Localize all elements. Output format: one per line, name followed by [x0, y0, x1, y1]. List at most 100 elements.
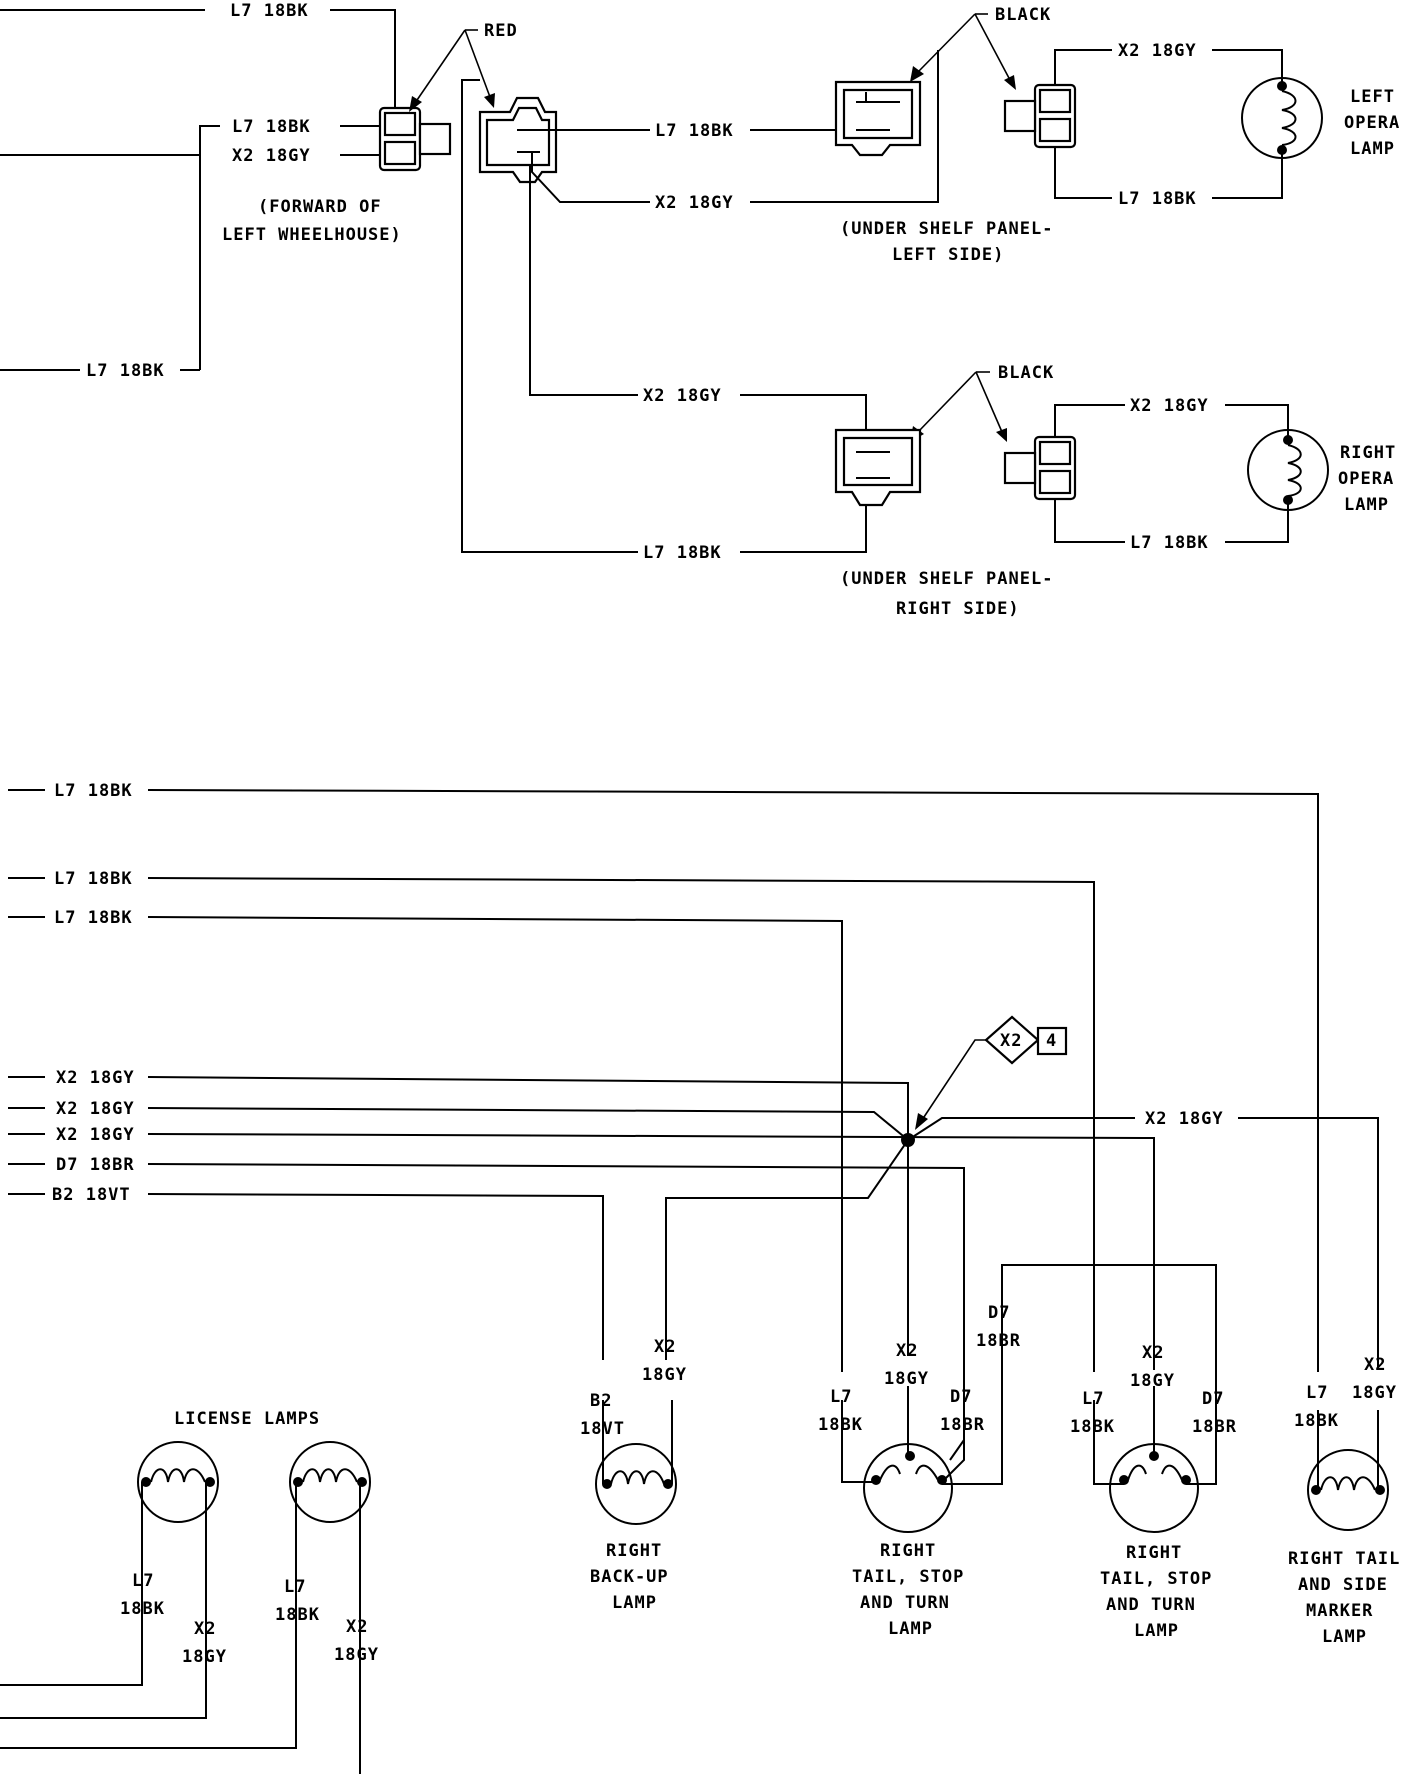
wire-label: 18GY — [1130, 1371, 1175, 1391]
wire-label: L7 — [284, 1577, 306, 1597]
lamp-label: LAMP — [888, 1619, 933, 1639]
left-opera-lamp: LEFT OPERA LAMP — [1241, 77, 1399, 159]
wire-left-opera-x2: X2 18GY — [1054, 41, 1283, 85]
wire-x2-bus-3: X2 18GY — [8, 1125, 1155, 1370]
wire-label: 18BR — [940, 1415, 985, 1435]
color-label-black: BLACK — [998, 363, 1054, 383]
wire-l7-to-tail-stop-1: L7 18BK — [8, 908, 843, 1372]
black-callout-left: BLACK — [910, 5, 1051, 90]
wire-label: L7 — [1306, 1383, 1328, 1403]
wire-label: X2 — [654, 1337, 676, 1357]
wire-l7-to-tail-stop-2: L7 18BK — [8, 869, 1095, 1372]
splice-id: X2 — [1000, 1031, 1022, 1051]
wire-label: 18BK — [1070, 1417, 1115, 1437]
lamp-label: RIGHT TAIL — [1288, 1549, 1400, 1569]
wheelhouse-connector-male: (FORWARD OF LEFT WHEELHOUSE) — [222, 106, 452, 245]
right-shelf-connector-male — [1003, 435, 1077, 501]
license-lamps-title: LICENSE LAMPS — [174, 1409, 320, 1429]
splice-num: 4 — [1046, 1031, 1057, 1051]
lamp-label: MARKER — [1306, 1601, 1373, 1621]
wire-label: 18BK — [275, 1605, 320, 1625]
license-lamp-1 — [0, 1441, 219, 1719]
lamp-label: AND TURN — [860, 1593, 950, 1613]
wheelhouse-connector-female — [478, 96, 558, 184]
wire-label: 18GY — [884, 1369, 929, 1389]
wire-label: X2 18GY — [56, 1068, 135, 1088]
wire-label: L7 18BK — [86, 361, 165, 381]
wire-b2-bus: B2 18VT — [8, 1185, 604, 1360]
wire-left-l7-bk: L7 18BK L7 18BK — [0, 117, 380, 381]
wire-label: 18BK — [120, 1599, 165, 1619]
wire-label: X2 18GY — [56, 1099, 135, 1119]
lamp-label: RIGHT — [1126, 1543, 1182, 1563]
wire-label: X2 18GY — [1145, 1109, 1224, 1129]
wire-right-opera-l7: L7 18BK — [1054, 499, 1289, 553]
wire-label: 18BK — [818, 1415, 863, 1435]
wire-label: 18GY — [334, 1645, 379, 1665]
wire-label: L7 18BK — [1118, 189, 1197, 209]
location-label: (UNDER SHELF PANEL- — [840, 219, 1053, 239]
wire-label: D7 — [950, 1387, 972, 1407]
right-shelf-connector-female — [834, 428, 922, 507]
wire-left-opera-l7: L7 18BK — [1054, 147, 1283, 209]
wire-label: X2 — [1142, 1343, 1164, 1363]
wire-label: L7 — [830, 1387, 852, 1407]
lamp-label: RIGHT — [606, 1541, 662, 1561]
wire-d7-loop-tail-stop-2 — [1001, 1264, 1217, 1460]
lamp-label: RIGHT — [880, 1541, 936, 1561]
wire-label: 18GY — [642, 1365, 687, 1385]
lamp-label: OPERA — [1338, 469, 1394, 489]
wire-label: B2 18VT — [52, 1185, 131, 1205]
lamp-label: RIGHT — [1340, 443, 1396, 463]
wire-label: L7 18BK — [655, 121, 734, 141]
wire-label: X2 18GY — [655, 193, 734, 213]
wire-label: 18GY — [1352, 1383, 1397, 1403]
lamp-label: LAMP — [1344, 495, 1389, 515]
lamp-label: LEFT — [1350, 87, 1395, 107]
wire-red-conn-l7-to-left-shelf: L7 18BK — [540, 121, 866, 141]
wire-right-opera-x2: X2 18GY — [1054, 396, 1289, 440]
color-label-black: BLACK — [995, 5, 1051, 25]
lamp-label: LAMP — [1350, 139, 1395, 159]
wire-label: L7 18BK — [230, 1, 309, 21]
wire-label: 18BR — [1192, 1417, 1237, 1437]
wire-label: X2 18GY — [1118, 41, 1197, 61]
wire-x2-bus-1: X2 18GY — [8, 1068, 909, 1140]
color-label-red: RED — [484, 21, 518, 41]
wire-red-conn-l7-to-right-shelf: L7 18BK — [461, 79, 867, 563]
wire-x2-bus-2: X2 18GY — [8, 1099, 909, 1141]
wire-label: 18GY — [182, 1647, 227, 1667]
wire-label: L7 18BK — [643, 543, 722, 563]
lamp-label: TAIL, STOP — [852, 1567, 964, 1587]
splice-x2: X2 4 X2 18GY — [665, 1015, 1379, 1370]
wire-label: 18BK — [1294, 1411, 1339, 1431]
location-label: (FORWARD OF — [258, 197, 382, 217]
wire-label: 18VT — [580, 1419, 625, 1439]
wire-top-l7-to-wheelhouse-connector: L7 18BK — [0, 1, 396, 110]
wire-label: D7 18BR — [56, 1155, 135, 1175]
lamp-label: AND TURN — [1106, 1595, 1196, 1615]
wire-label: D7 — [988, 1303, 1010, 1323]
lamp-label: LAMP — [612, 1593, 657, 1613]
wire-label: L7 18BK — [54, 781, 133, 801]
tail-stop-turn-lamp-1: L7 18BK X2 18GY D7 18BR D7 18BR RIGHT TA… — [818, 1303, 1021, 1639]
wire-label: X2 18GY — [56, 1125, 135, 1145]
wire-label: B2 — [590, 1391, 612, 1411]
lamp-label: LAMP — [1134, 1621, 1179, 1641]
right-opera-lamp: RIGHT OPERA LAMP — [1247, 429, 1396, 515]
wire-label: 18BR — [976, 1331, 1021, 1351]
wire-label: X2 18GY — [232, 146, 311, 166]
location-label: RIGHT SIDE) — [896, 599, 1020, 619]
backup-lamp: B2 18VT X2 18GY RIGHT BACK-UP LAMP — [580, 1337, 687, 1613]
wire-label: L7 18BK — [232, 117, 311, 137]
wire-label: X2 — [194, 1619, 216, 1639]
tail-stop-turn-lamp-2: L7 18BK X2 18GY D7 18BR RIGHT TAIL, STOP… — [1070, 1343, 1237, 1641]
wire-label: X2 18GY — [643, 386, 722, 406]
wire-label: L7 18BK — [54, 869, 133, 889]
location-label: LEFT WHEELHOUSE) — [222, 225, 402, 245]
tail-side-marker-lamp: L7 18BK X2 18GY RIGHT TAIL AND SIDE MARK… — [1288, 1355, 1400, 1647]
location-label: (UNDER SHELF PANEL- — [840, 569, 1053, 589]
wire-label: L7 — [132, 1571, 154, 1591]
black-callout-right: BLACK — [910, 363, 1054, 442]
